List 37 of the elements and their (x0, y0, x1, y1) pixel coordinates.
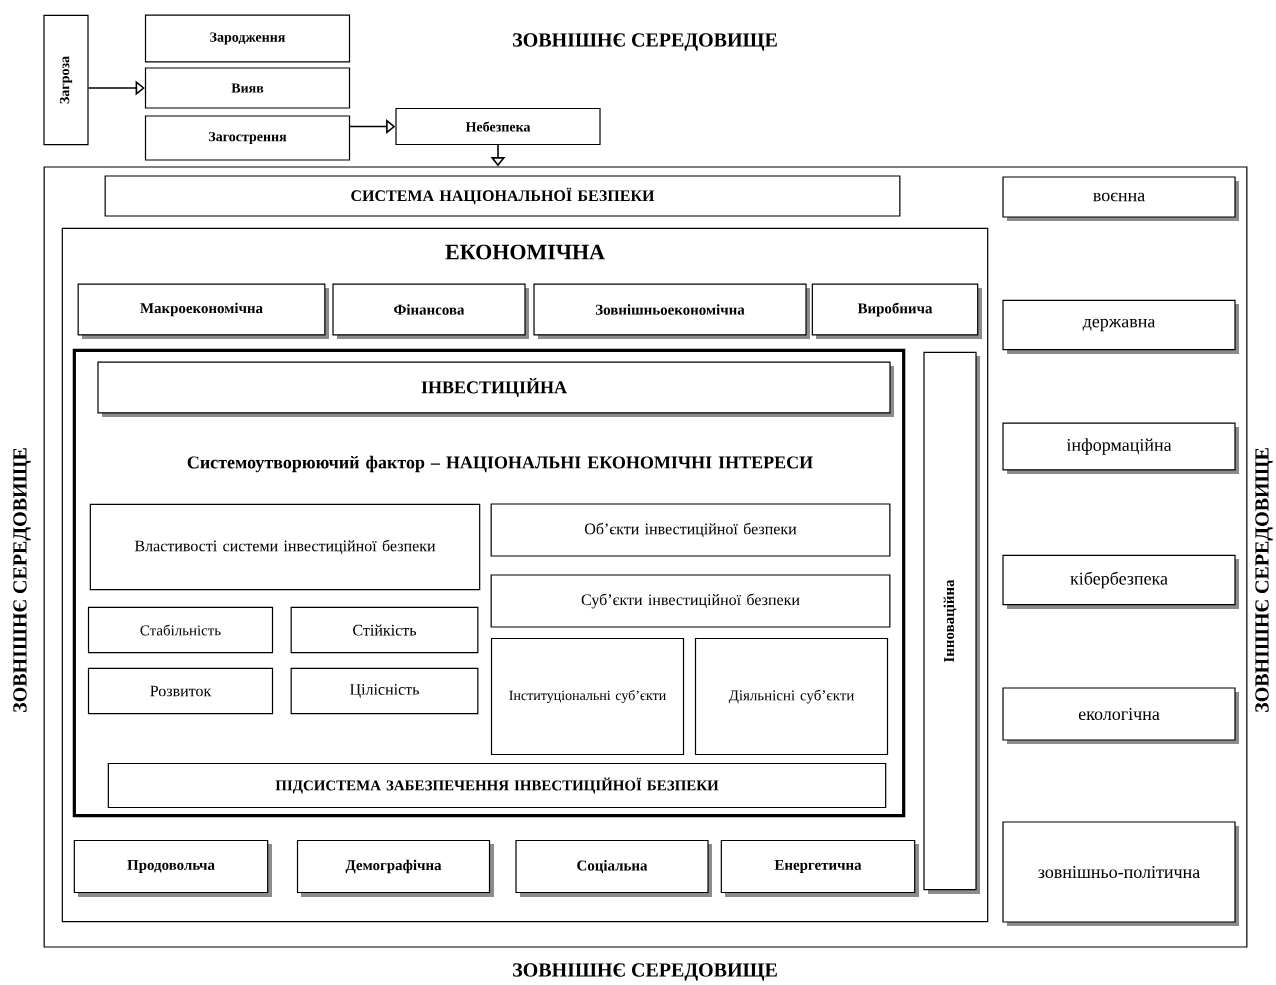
security-box: Соціальна (515, 839, 712, 897)
security-box: Макроекономічна (77, 283, 329, 339)
environment-label: ЗОВНІШНЄ СЕРЕДОВИЩЕ (513, 33, 777, 51)
danger-box: Небезпека (395, 107, 601, 146)
object-box: Об’єкти інвестиційної безпеки (490, 503, 891, 557)
property-box: Стабільність (87, 606, 274, 654)
security-box: воєнна (1002, 176, 1239, 221)
property-box: Стійкість (290, 606, 479, 654)
security-box: кібербезпека (1002, 554, 1239, 609)
environment-label: ЗОВНІШНЄ СЕРЕДОВИЩЕ (513, 963, 777, 981)
subsystem-box: ПІДСИСТЕМА ЗАБЕЗПЕЧЕННЯ ІНВЕСТИЦІЙНОЇ БЕЗПЕКИ (107, 762, 887, 809)
security-box: Виробнича (811, 283, 982, 339)
subject-box: Діяльнісні суб’єкти (694, 637, 889, 756)
security-box: Фінансова (332, 283, 529, 339)
security-box: державна (1002, 299, 1239, 354)
security-box: зовнішньо-політична (1002, 821, 1239, 926)
stage-box: Зародження (144, 14, 351, 63)
stage-box: Загострення (144, 115, 351, 161)
subject-box: Інституціональні суб’єкти (490, 637, 685, 756)
security-box: Зовнішньоекономічна (533, 283, 810, 339)
security-box: Демографічна (296, 839, 494, 897)
factor-heading: Системоутворюючий фактор – НАЦІОНАЛЬНІ ЕКОНОМІЧНІ ІНТЕРЕСИ (187, 455, 813, 473)
stage-box: Вияв (144, 67, 351, 109)
property-box: Цілісність (290, 667, 479, 715)
property-box: Властивості системи інвестиційної безпеки (89, 503, 481, 591)
security-box: екологічна (1002, 687, 1239, 744)
vertical-box: Інноваційна (923, 351, 980, 894)
security-box: інформаційна (1002, 422, 1239, 474)
title-box: СИСТЕМА НАЦІОНАЛЬНОЇ БЕЗПЕКИ (104, 175, 901, 217)
environment-label: ЗОВНІШНЄ СЕРЕДОВИЩЕ (1255, 448, 1273, 712)
property-box: Розвиток (87, 667, 274, 715)
security-box: Енергетична (720, 839, 919, 897)
environment-label: ЗОВНІШНЄ СЕРЕДОВИЩЕ (13, 448, 31, 712)
security-box: Продовольча (73, 839, 272, 897)
subject-box: Суб’єкти інвестиційної безпеки (490, 574, 891, 628)
vertical-box: Загроза (43, 14, 89, 146)
title-box: ІНВЕСТИЦІЙНА (97, 361, 894, 417)
